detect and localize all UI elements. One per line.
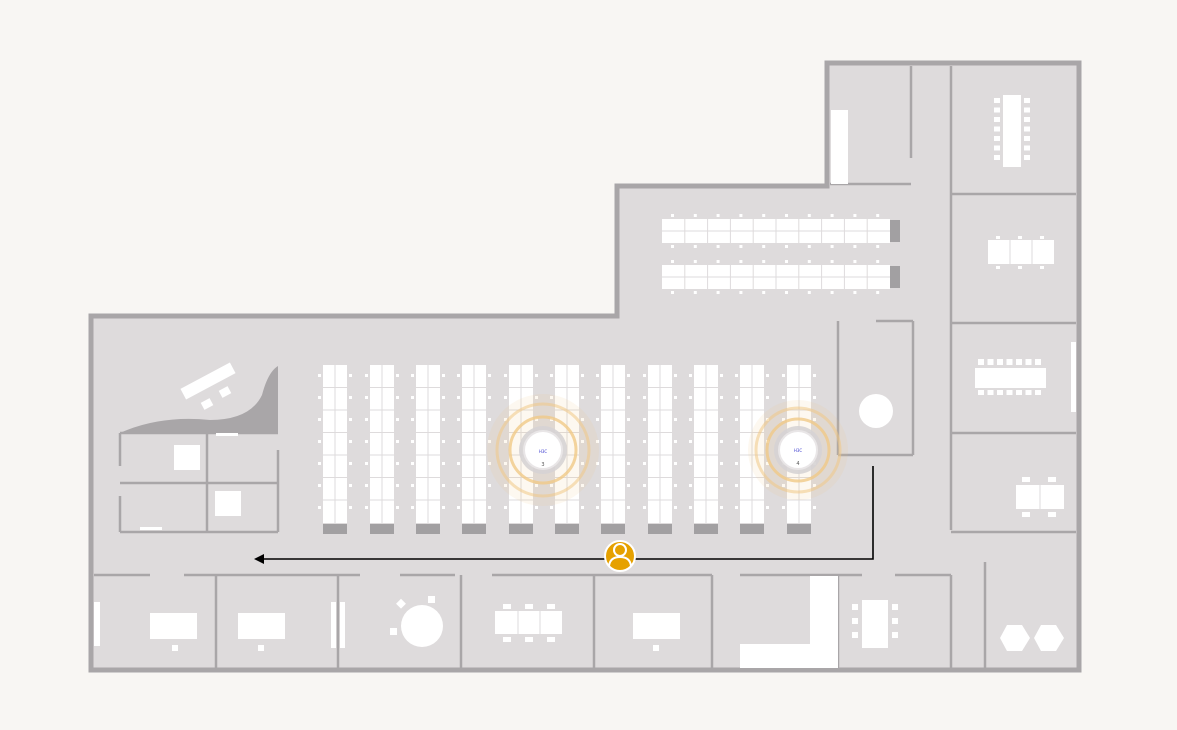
ap-number: 4 — [796, 461, 799, 467]
ap-brand: H3C — [794, 448, 803, 453]
bottom-room-furniture — [150, 576, 1064, 668]
access-point-2[interactable]: H3C 4 — [748, 400, 848, 500]
meeting-table-2 — [988, 240, 1054, 264]
window-strips — [94, 110, 1076, 648]
workstation-column — [318, 365, 352, 534]
workstation-column — [735, 365, 769, 534]
meeting-room-furniture — [859, 95, 1064, 517]
access-point-icon — [523, 430, 563, 470]
hex-table-2 — [1034, 625, 1064, 651]
hex-table-1 — [1000, 625, 1030, 651]
lounge-bench — [180, 362, 236, 400]
desk-row — [662, 260, 900, 294]
lounge-area — [120, 362, 278, 530]
workstation-column — [643, 365, 677, 534]
arrow-left-icon — [254, 554, 264, 564]
workstation-column — [689, 365, 723, 534]
access-point-1[interactable]: H3C 3 — [487, 394, 599, 506]
conference-table-large — [1003, 95, 1021, 167]
access-point-icon — [778, 430, 818, 470]
round-table — [859, 394, 893, 428]
meeting-table-3 — [975, 368, 1046, 388]
desk-row — [662, 214, 900, 248]
top-desk-rows — [662, 214, 900, 294]
round-table-bottom — [401, 605, 443, 647]
lounge-sofa — [120, 366, 278, 433]
workstation-column — [457, 365, 491, 534]
user-location-icon[interactable] — [604, 540, 636, 572]
workstation-column — [365, 365, 399, 534]
ap-brand: H3C — [539, 449, 548, 454]
workstation-column — [411, 365, 445, 534]
workstation-column — [596, 365, 630, 534]
navigation-route — [254, 466, 874, 564]
building-outline — [88, 60, 1082, 673]
ap-number: 3 — [541, 462, 544, 468]
route-line — [262, 466, 874, 560]
floor-area — [88, 60, 1082, 673]
l-shaped-counter — [740, 576, 838, 668]
